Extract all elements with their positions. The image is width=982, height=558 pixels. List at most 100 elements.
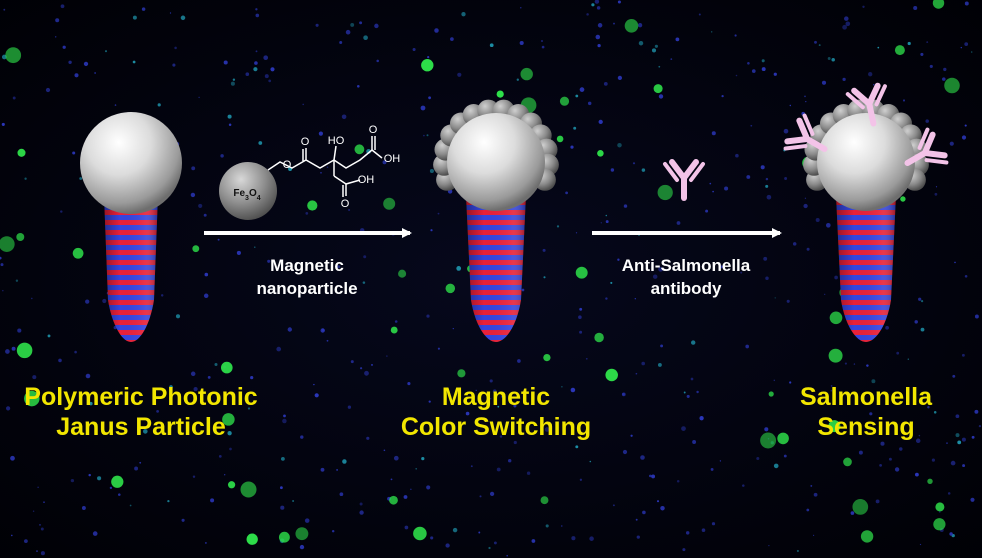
background-dot (24, 177, 27, 180)
background-dot (824, 293, 826, 295)
background-dot (783, 128, 789, 134)
background-dot (452, 327, 454, 330)
background-dot (97, 476, 102, 481)
background-dot (39, 524, 41, 526)
background-dot (499, 435, 503, 438)
background-dot (641, 168, 646, 172)
background-dot (656, 500, 660, 503)
background-dot (658, 266, 663, 272)
background-dot (407, 382, 411, 386)
background-dot (326, 339, 329, 342)
background-dot (403, 495, 408, 499)
background-dot (692, 440, 697, 444)
background-dot (389, 495, 398, 505)
background-dot (102, 298, 107, 304)
background-dot (37, 486, 39, 488)
background-dot (622, 449, 628, 455)
background-dot (907, 41, 911, 46)
background-dot (247, 407, 251, 410)
background-dot (295, 527, 309, 541)
background-dot (803, 203, 808, 209)
polymer-sphere (817, 113, 915, 211)
background-dot (974, 409, 979, 414)
background-dot (596, 6, 601, 10)
background-dot (470, 465, 473, 468)
background-dot (605, 214, 608, 217)
background-dot (313, 383, 315, 386)
background-dot (268, 79, 272, 83)
background-dot (337, 265, 341, 269)
background-dot (420, 105, 426, 111)
background-dot (683, 391, 686, 394)
citrate-atom-labels: O O HO OH O OH O (283, 124, 401, 210)
background-dot (610, 168, 615, 172)
background-dot (398, 269, 407, 278)
background-dot (691, 340, 696, 345)
background-dot (220, 154, 224, 158)
background-dot (475, 389, 477, 392)
background-dot (842, 24, 847, 30)
background-dot (880, 441, 885, 446)
background-dot (193, 387, 198, 392)
background-dot (571, 536, 576, 541)
background-dot (81, 506, 86, 510)
background-dot (653, 84, 663, 94)
background-dot (412, 47, 416, 52)
background-dot (587, 101, 592, 106)
background-dot (961, 353, 965, 357)
background-dot (254, 61, 258, 65)
background-dot (597, 150, 604, 157)
background-dot (452, 527, 458, 533)
background-dot (302, 103, 304, 106)
background-dot (556, 135, 564, 143)
background-dot (573, 126, 577, 130)
background-dot (253, 67, 258, 72)
background-dot (949, 141, 954, 146)
background-dot (686, 394, 690, 398)
background-dot (415, 467, 418, 470)
background-dot (676, 479, 680, 483)
background-dot (699, 416, 704, 421)
background-dot (774, 297, 776, 299)
background-dot (711, 31, 713, 33)
background-dot (129, 504, 132, 507)
background-dot (430, 536, 434, 540)
background-dot (766, 194, 772, 200)
background-dot (404, 525, 409, 530)
background-dot (632, 162, 636, 165)
janus-particle-plain (80, 112, 182, 342)
background-dot (617, 258, 620, 261)
background-dot (513, 440, 517, 445)
background-dot (885, 325, 889, 330)
background-dot (224, 474, 226, 476)
background-dot (724, 186, 729, 191)
background-dot (169, 385, 173, 389)
background-dot (952, 374, 956, 378)
background-dot (603, 82, 608, 86)
background-dot (3, 8, 6, 11)
svg-text:O: O (301, 136, 310, 148)
background-dot (360, 367, 363, 370)
svg-text:OH: OH (358, 174, 375, 186)
background-dot (426, 134, 429, 137)
background-dot (307, 200, 318, 211)
background-dot (913, 5, 918, 11)
background-dot (773, 72, 777, 76)
background-dot (497, 405, 500, 408)
background-dot (55, 18, 60, 23)
background-dot (359, 21, 363, 25)
background-dot (506, 554, 509, 557)
background-dot (437, 212, 440, 215)
svg-text:Fe3O4: Fe3O4 (233, 188, 260, 202)
background-dot (600, 222, 602, 224)
background-dot (850, 511, 855, 515)
background-dot (5, 47, 22, 64)
background-dot (783, 454, 787, 458)
background-dot (359, 502, 363, 506)
background-dot (862, 5, 865, 8)
background-dot (844, 16, 849, 21)
background-dot (815, 218, 820, 222)
background-dot (54, 36, 57, 38)
background-dot (561, 525, 563, 527)
background-dot (36, 550, 38, 552)
